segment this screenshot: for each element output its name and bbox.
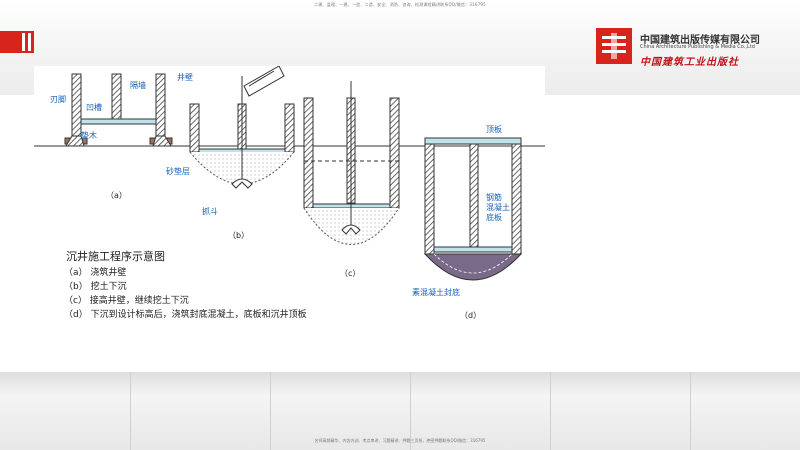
label-concrete: 混凝土 [486, 203, 510, 212]
label-blade-foot: 刃脚 [50, 95, 66, 104]
label-sand-cushion: 砂垫层 [166, 167, 190, 176]
step-d: （d） 下沉到设计标高后，浇筑封底混凝土，底板和沉井顶板 [64, 310, 307, 320]
step-b: （b） 挖土下沉 [64, 282, 127, 292]
caption-a: （a） [106, 191, 127, 200]
caption-c: （c） [340, 269, 361, 278]
stage-b [189, 66, 295, 189]
label-well-wall: 井壁 [177, 73, 193, 82]
top-notice: 二建、监理、一建、一造、二造、安全、消防、咨询、检测课程精讲联系QQ/微信：31… [314, 2, 486, 7]
step-c: （c） 接高井壁，继续挖土下沉 [64, 296, 189, 306]
stage-a [64, 73, 173, 147]
label-grab-bucket: 抓斗 [202, 207, 218, 216]
publisher-name-cn: 中国建筑出版传媒有限公司 [640, 35, 760, 46]
label-rebar: 钢筋 [486, 193, 502, 202]
label-pad-wood: 垫木 [81, 131, 97, 140]
caption-b: （b） [228, 231, 250, 240]
label-top-slab: 顶板 [486, 125, 502, 134]
diagram-panel: 刃脚 凹槽 隔墙 井壁 垫木 砂垫层 抓斗 顶板 钢筋 混凝土 底板 素混凝土封… [34, 66, 545, 320]
caisson-diagram [34, 66, 545, 281]
stage-d [423, 137, 523, 281]
caption-d: （d） [460, 311, 482, 320]
bottom-notice: 名师高频精华、内含内训、考点串讲、习题精讲、押题三页纸、绝密押题联系QQ/微信：… [314, 438, 486, 443]
publisher-logo-icon [596, 28, 632, 64]
step-a: （a） 浇筑井壁 [64, 268, 127, 278]
diagram-title: 沉井施工程序示意图 [66, 250, 165, 263]
label-groove: 凹槽 [86, 103, 102, 112]
publisher-name-en: China Architecture Publishing & Media Co… [640, 44, 755, 50]
stage-c [303, 81, 400, 245]
label-bottom-slab: 底板 [486, 213, 502, 222]
label-partition: 隔墙 [130, 81, 146, 90]
publisher-name-cn-secondary: 中国建筑工业出版社 [640, 57, 739, 68]
red-brand-mark [0, 31, 34, 53]
label-plain-concrete-seal: 素混凝土封底 [412, 288, 460, 297]
floor-background [0, 372, 800, 450]
